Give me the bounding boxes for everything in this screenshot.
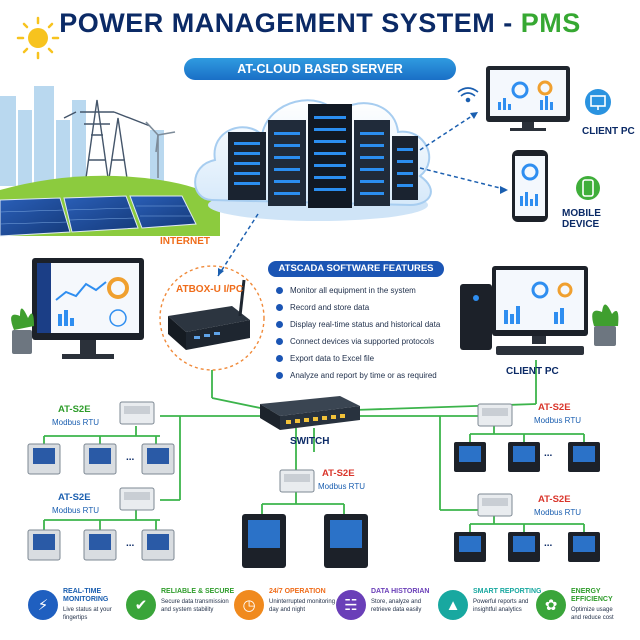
- network-switch: [260, 396, 360, 430]
- clock-icon: ◷: [234, 590, 264, 620]
- feature-item: Analyze and report by time or as require…: [276, 367, 486, 384]
- feature-item: Display real-time status and historical …: [276, 316, 486, 333]
- title-main: POWER MANAGEMENT SYSTEM -: [59, 8, 521, 38]
- group-2-proto: Modbus RTU: [52, 506, 99, 515]
- shield-icon: ✔: [126, 590, 156, 620]
- title-accent: PMS: [520, 8, 581, 38]
- group-5-proto: Modbus RTU: [534, 508, 581, 517]
- cloud-links: [217, 111, 509, 277]
- plant-right: [592, 304, 619, 346]
- bullet-icon: [276, 355, 283, 362]
- power-tower: [63, 99, 151, 186]
- features-title: ATSCADA SOFTWARE FEATURES: [268, 261, 444, 277]
- group-1-dots: ...: [126, 452, 135, 463]
- group-2-dots: ...: [126, 538, 135, 549]
- group-3-proto: Modbus RTU: [318, 482, 365, 491]
- bolt-icon: ⚡: [28, 590, 58, 620]
- features-list: Monitor all equipment in the system Reco…: [276, 282, 486, 384]
- scada-monitor: [32, 258, 144, 359]
- atbox-label: ATBOX-U I/PC: [176, 284, 244, 295]
- solar-panels: [0, 195, 197, 237]
- group-5-dots: ...: [544, 538, 553, 549]
- group-4-dots: ...: [544, 448, 553, 459]
- converter-g3: [279, 469, 315, 493]
- client-pc-mid-label: CLIENT PC: [506, 366, 559, 377]
- atbox-device: [168, 279, 250, 350]
- group-5-name: AT-S2E: [538, 494, 571, 505]
- city-skyline: [0, 86, 164, 186]
- database-icon: ☵: [336, 590, 366, 620]
- mobile-phone: [512, 150, 548, 222]
- wind-turbine: [145, 121, 176, 178]
- group-1-proto: Modbus RTU: [52, 418, 99, 427]
- internet-label: INTERNET: [160, 236, 210, 247]
- converter-g1: [119, 401, 155, 425]
- bullet-icon: [276, 304, 283, 311]
- feature-item: Connect devices via supported protocols: [276, 333, 486, 350]
- chart-icon: ▲: [438, 590, 468, 620]
- meters-g3: [242, 514, 368, 568]
- meters-g2: [27, 529, 175, 561]
- phone-icon: [576, 176, 600, 200]
- client-pc-top-label: CLIENT PC: [582, 126, 635, 137]
- wifi-icon: [457, 87, 479, 103]
- switch-label: SWITCH: [290, 436, 330, 447]
- bullet-icon: [276, 321, 283, 328]
- atbox-ring: [159, 265, 265, 371]
- leaf-icon: ✿: [536, 590, 566, 620]
- cloud-server-ribbon: AT-CLOUD BASED SERVER: [184, 58, 456, 80]
- page-title: POWER MANAGEMENT SYSTEM - PMS: [0, 8, 640, 39]
- feature-item: Record and store data: [276, 299, 486, 316]
- server-racks: [228, 104, 418, 208]
- converter-g4: [477, 403, 513, 427]
- bullet-icon: [276, 372, 283, 379]
- feature-item: Export data to Excel file: [276, 350, 486, 367]
- group-2-name: AT-S2E: [58, 492, 91, 503]
- group-4-proto: Modbus RTU: [534, 416, 581, 425]
- plant-left: [11, 308, 35, 354]
- mobile-device-label: MOBILE DEVICE: [562, 208, 601, 230]
- group-1-name: AT-S2E: [58, 404, 91, 415]
- network-wiring: [43, 360, 585, 532]
- converter-g5: [477, 493, 513, 517]
- feature-item: Monitor all equipment in the system: [276, 282, 486, 299]
- meters-g1: [27, 443, 175, 475]
- client-pc-mid: [460, 266, 588, 355]
- bullet-icon: [276, 287, 283, 294]
- bullet-icon: [276, 338, 283, 345]
- group-3-name: AT-S2E: [322, 468, 355, 479]
- client-pc-top-monitor: [486, 66, 570, 131]
- sun-icon: [16, 16, 60, 60]
- meters-g5: [454, 532, 600, 562]
- monitor-icon: [585, 89, 611, 115]
- converter-g2: [119, 487, 155, 511]
- group-4-name: AT-S2E: [538, 402, 571, 413]
- meters-g4: [454, 442, 600, 472]
